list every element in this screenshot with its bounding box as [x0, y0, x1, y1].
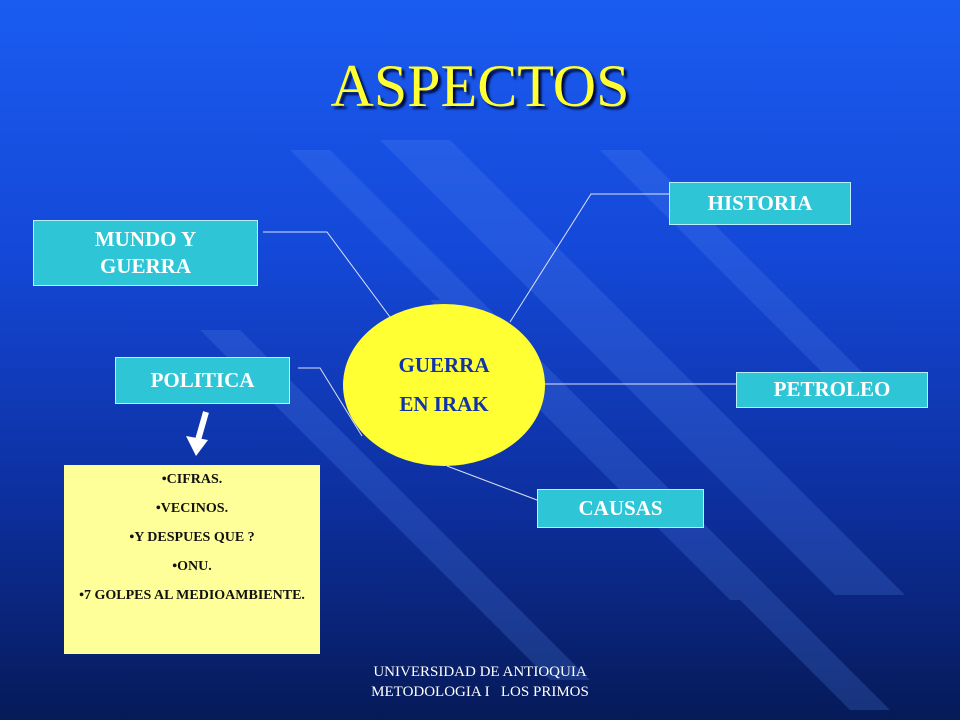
footer-line1: UNIVERSIDAD DE ANTIOQUIA [373, 664, 587, 680]
politica-note-item: •Y DESPUES QUE ? [129, 530, 255, 546]
politica-note-item: •CIFRAS. [161, 472, 223, 487]
politica-note-item: •7 GOLPES AL MEDIOAMBIENTE. [79, 588, 305, 604]
node-politica-label: POLITICA [150, 367, 255, 392]
connector-mundo-guerra [263, 231, 391, 318]
politica-note-item: •ONU. [172, 559, 212, 575]
node-historia-label: HISTORIA [707, 190, 813, 215]
connector-politica [298, 367, 363, 437]
connector-causas [446, 465, 538, 501]
down-arrow-icon [186, 411, 209, 456]
node-causas-label: CAUSAS [578, 495, 663, 520]
node-mundo-y-guerra: MUNDO Y GUERRA [33, 220, 258, 286]
footer-line2: METODOLOGIA I LOS PRIMOS [371, 683, 589, 700]
node-petroleo: PETROLEO [736, 372, 928, 408]
slide-title: ASPECTOS [330, 53, 630, 119]
politica-notes-box: •CIFRAS. •VECINOS. •Y DESPUES QUE ? •ONU… [64, 465, 320, 654]
node-petroleo-label: PETROLEO [773, 377, 891, 402]
center-node-line2: EN IRAK [399, 392, 489, 416]
politica-note-item: •VECINOS. [155, 501, 229, 517]
connector-historia [509, 193, 669, 323]
node-causas: CAUSAS [537, 489, 704, 528]
slide-footer: UNIVERSIDAD DE ANTIOQUIA METODOLOGIA I L… [0, 663, 960, 702]
node-mundo-label-line2: GUERRA [99, 254, 191, 278]
node-historia: HISTORIA [669, 182, 851, 225]
center-node-guerra-en-irak: GUERRA EN IRAK [343, 304, 545, 466]
node-politica: POLITICA [115, 357, 290, 404]
center-node-line1: GUERRA [398, 353, 490, 378]
node-mundo-label-line1: MUNDO Y [94, 226, 197, 251]
